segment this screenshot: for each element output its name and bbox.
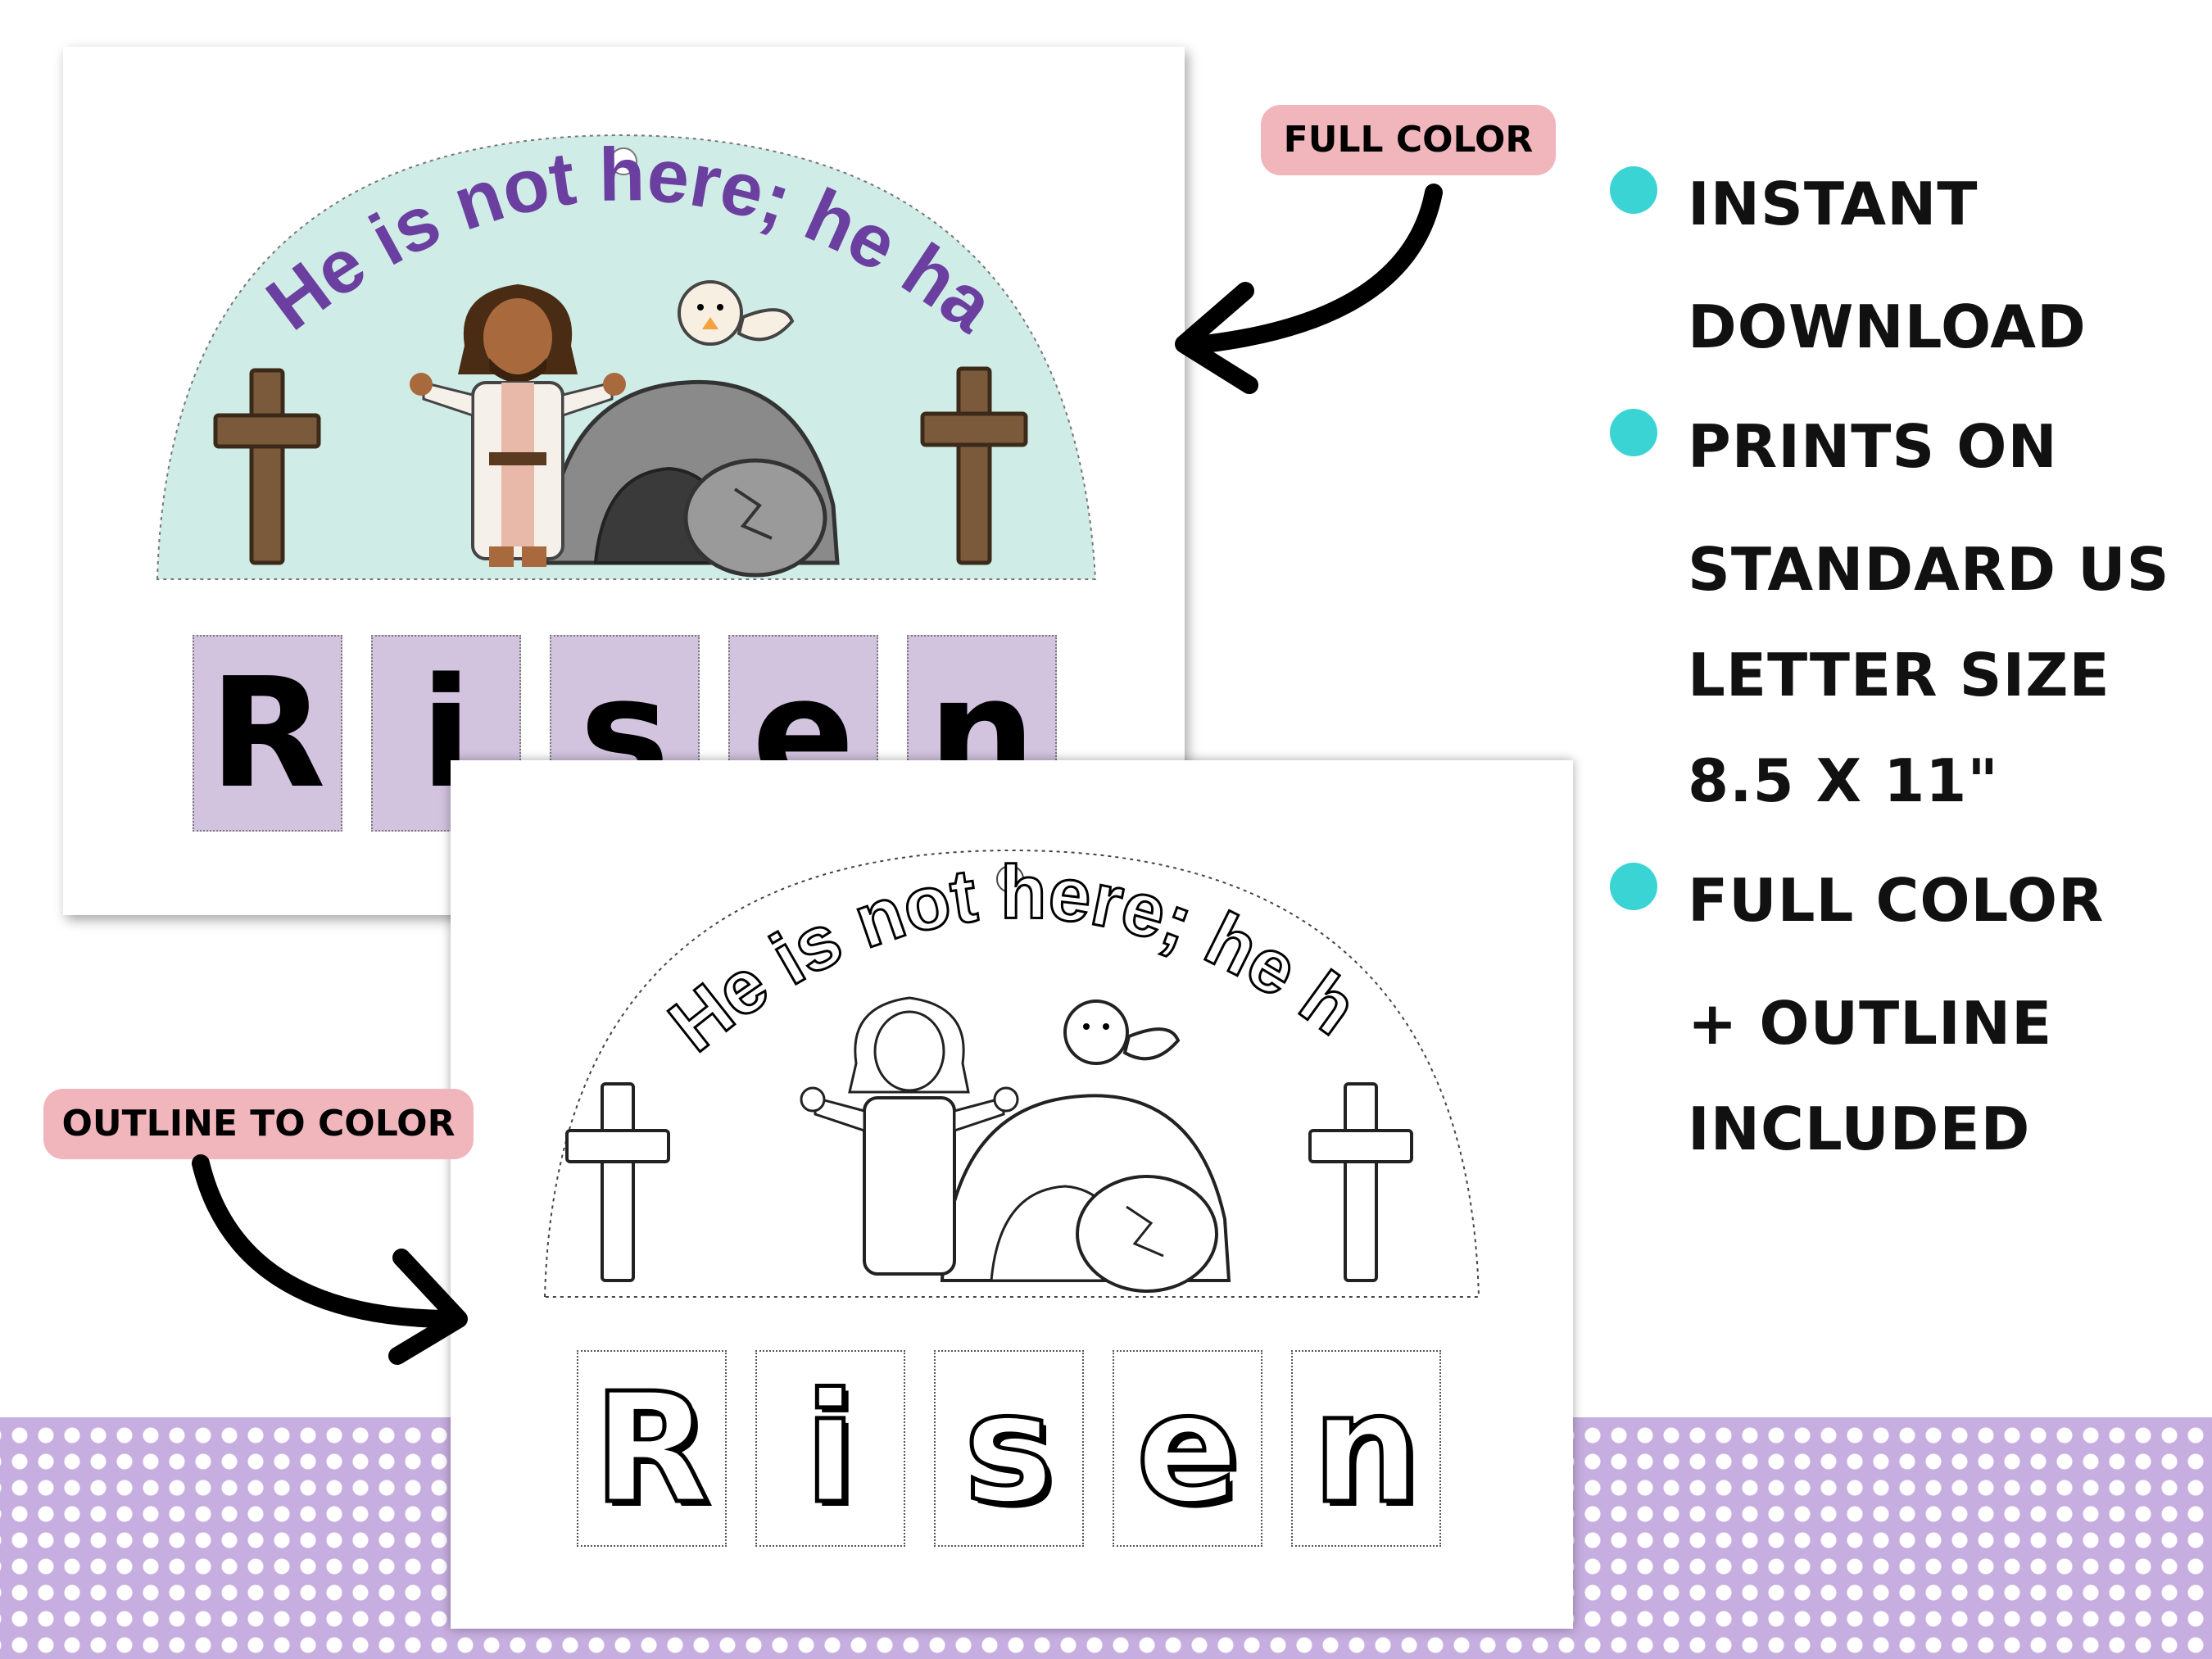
banner-dome: [156, 134, 1097, 580]
banner-dome: [543, 849, 1480, 1298]
jesus-figure: [800, 996, 1019, 1276]
features-list: INSTANT DOWNLOAD PRINTS ON STANDARD US L…: [1606, 152, 2196, 1196]
feature-line: + OUTLINE: [1688, 989, 2053, 1058]
bullet-dot-icon: [1610, 166, 1657, 214]
bird-icon: [1063, 999, 1181, 1065]
cross-icon: [1308, 1082, 1413, 1282]
feature-line: DOWNLOAD: [1688, 292, 2087, 361]
jesus-figure: [410, 284, 626, 567]
full-color-banner: He is not here; he has: [63, 47, 1097, 580]
feature-line: 8.5 X 11": [1688, 746, 1999, 815]
arrow-icon: [192, 1154, 468, 1365]
feature-line: STANDARD US: [1688, 535, 2170, 604]
feature-line: PRINTS ON: [1688, 412, 2058, 481]
feature-item: FULL COLOR + OUTLINE INCLUDED: [1606, 848, 2196, 1165]
feature-line: INSTANT: [1688, 170, 1979, 238]
letter-box: e: [1113, 1350, 1262, 1547]
outline-banner: He is not here; he has: [451, 760, 1480, 1298]
tomb-icon: [940, 1094, 1231, 1293]
cross-icon: [213, 368, 321, 565]
letter-box: R: [577, 1350, 727, 1547]
letter-box: R: [193, 635, 342, 832]
arrow-icon: [1175, 184, 1443, 394]
letter-row: R i s e n: [193, 635, 1057, 832]
letter-row: R i s e n: [577, 1350, 1441, 1547]
letter-box: i: [755, 1350, 905, 1547]
hang-hole: [996, 865, 1024, 893]
letter-box: n: [1291, 1350, 1441, 1547]
hang-hole: [610, 147, 637, 175]
letter-box: s: [934, 1350, 1084, 1547]
feature-item: PRINTS ON STANDARD US LETTER SIZE 8.5 X …: [1606, 394, 2196, 817]
full-color-tag: FULL COLOR: [1261, 105, 1556, 175]
bullet-dot-icon: [1610, 409, 1657, 456]
feature-line: LETTER SIZE: [1688, 641, 2110, 709]
outline-tag: OUTLINE TO COLOR: [43, 1089, 474, 1159]
feature-line: INCLUDED: [1688, 1095, 2031, 1163]
bird-icon: [678, 280, 795, 346]
outline-sheet: He is not here; he has: [451, 760, 1573, 1629]
feature-line: FULL COLOR: [1688, 866, 2105, 935]
cross-icon: [920, 366, 1028, 565]
cross-icon: [565, 1082, 670, 1282]
feature-item: INSTANT DOWNLOAD: [1606, 152, 2196, 363]
bullet-dot-icon: [1610, 863, 1657, 910]
tomb-icon: [544, 379, 840, 578]
